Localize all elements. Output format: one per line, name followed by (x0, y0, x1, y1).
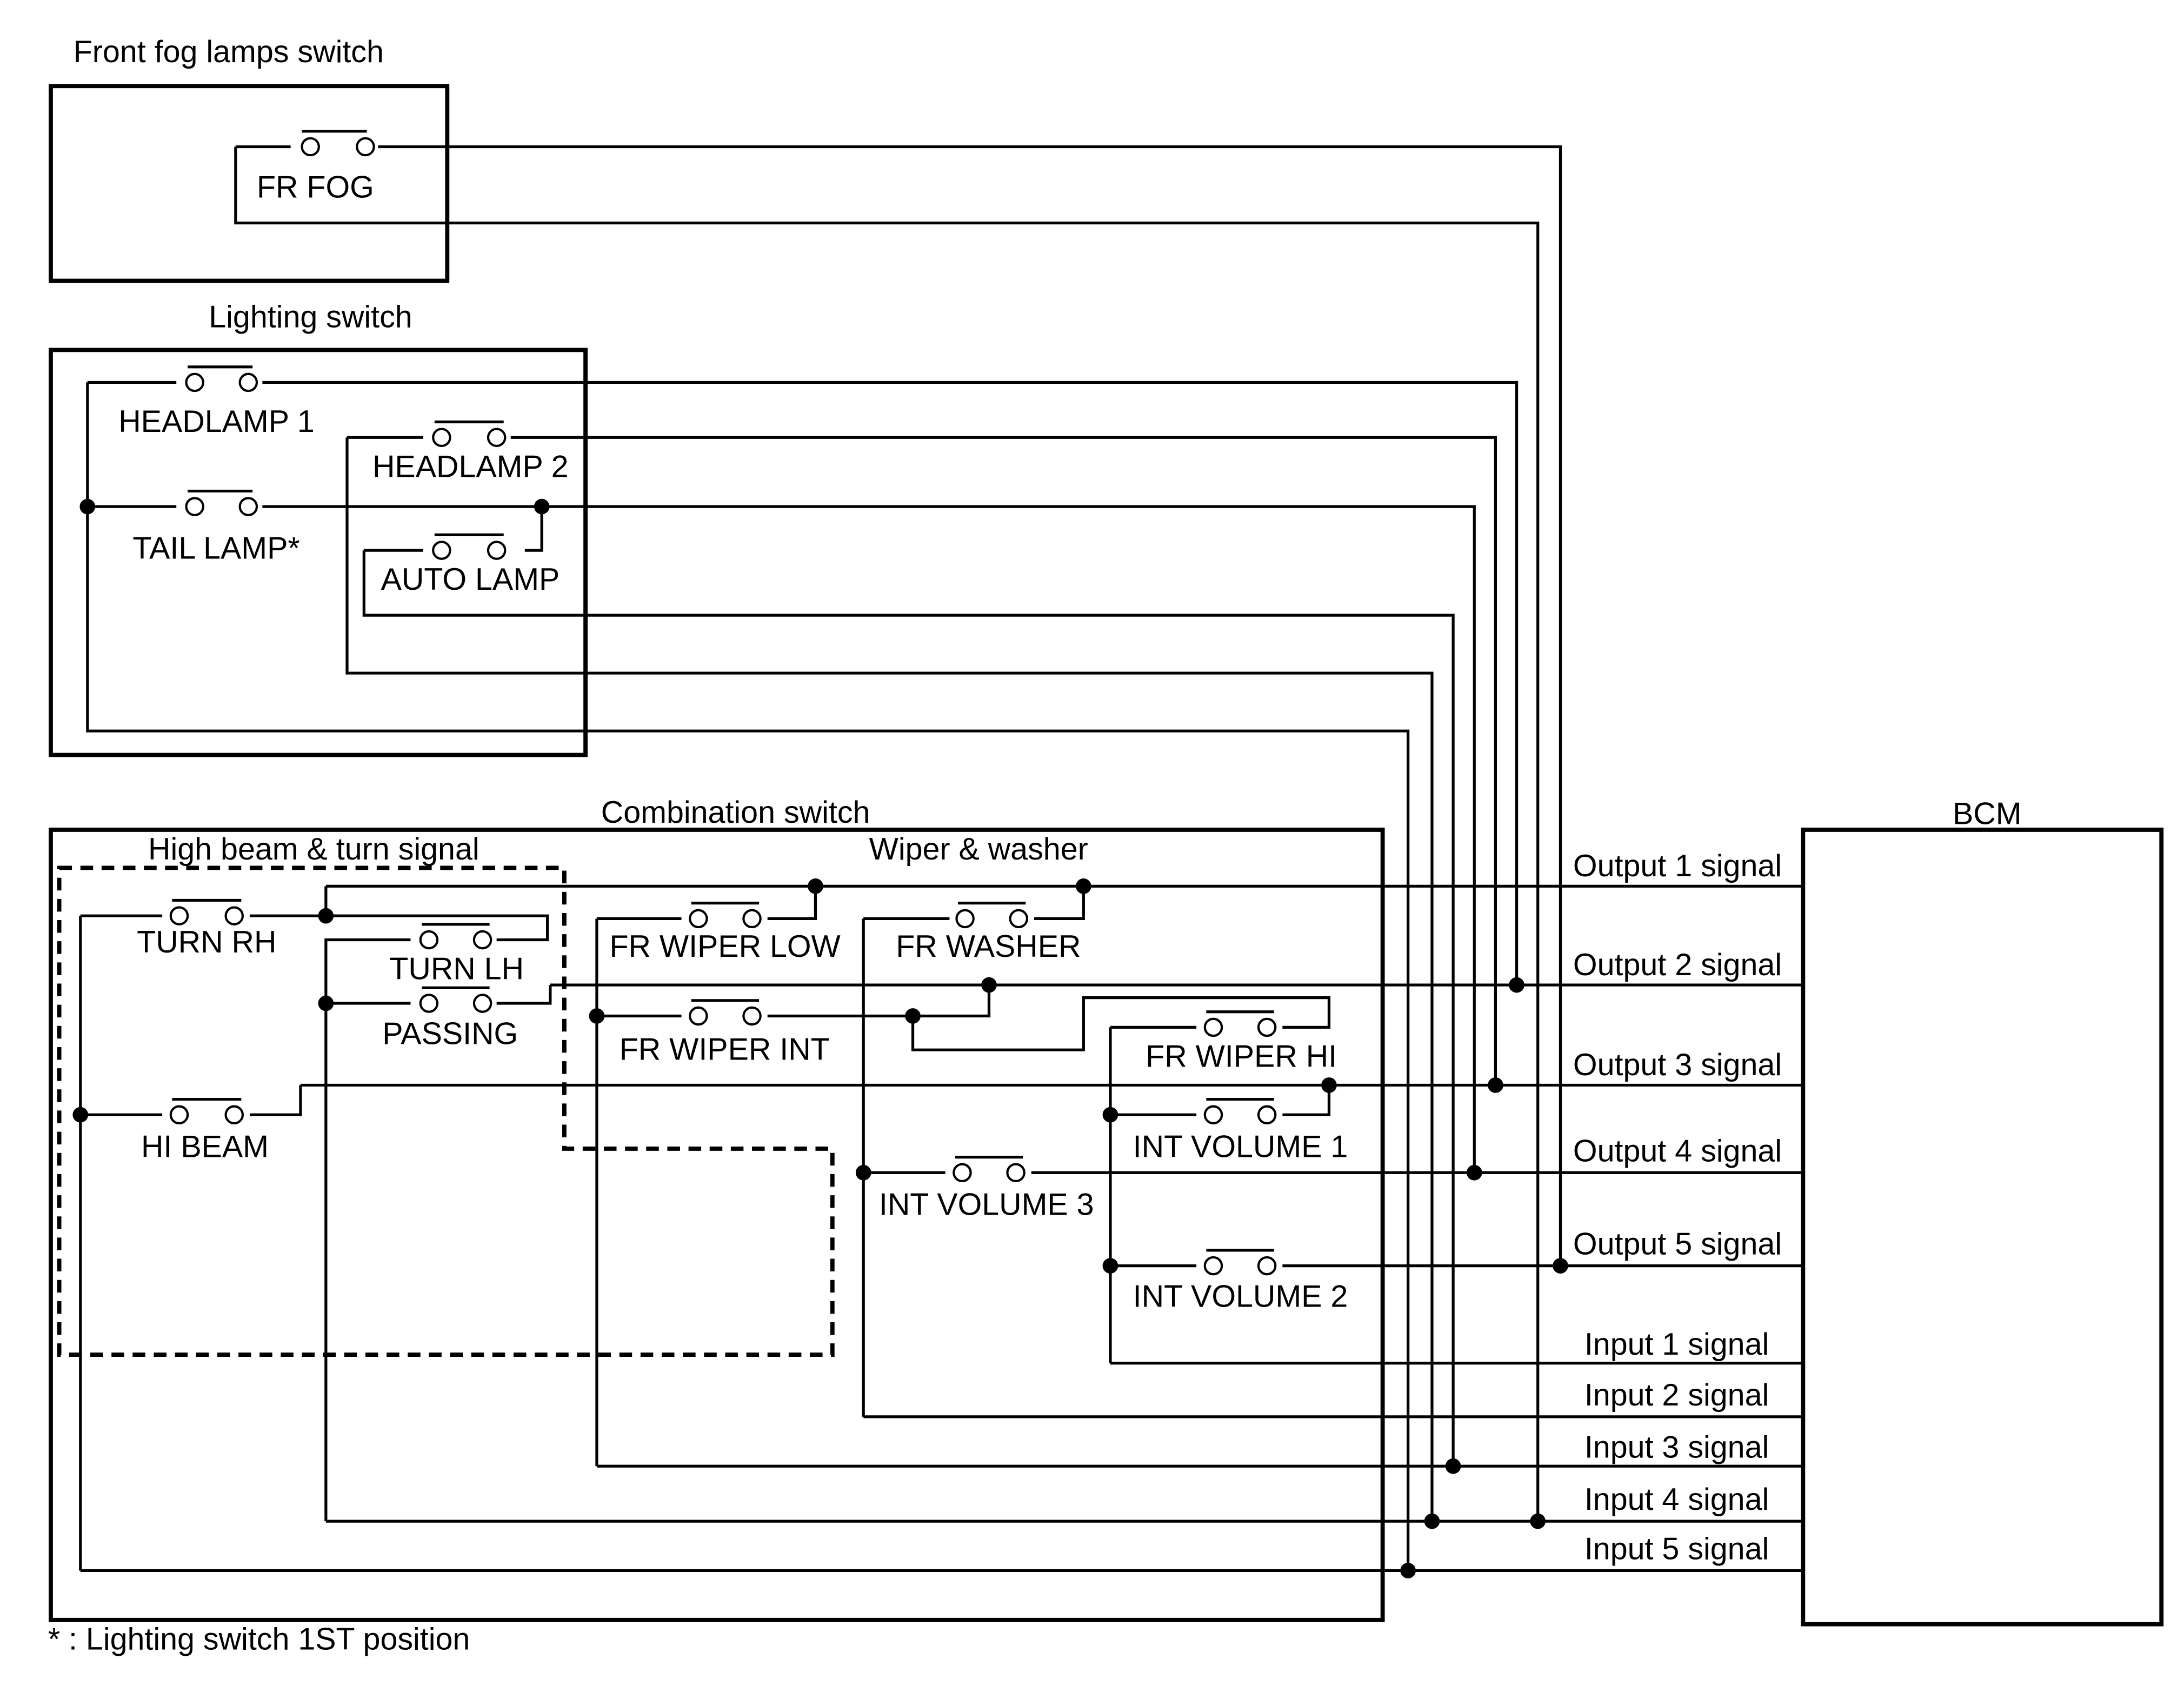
turn-rh-label: TURN RH (137, 925, 276, 960)
output-2-signal-label: Output 2 signal (1573, 948, 1782, 982)
input-2-signal-label: Input 2 signal (1584, 1378, 1769, 1412)
input-1-signal-label: Input 1 signal (1584, 1327, 1769, 1362)
wiring (79, 145, 1803, 1573)
hi-beam-label: HI BEAM (141, 1130, 269, 1164)
fr-wiper-low-label: FR WIPER LOW (609, 929, 840, 964)
turn-rh-switch-symbol (169, 898, 244, 925)
int-volume-1-label: INT VOLUME 1 (1133, 1130, 1348, 1164)
wiper-washer-title: Wiper & washer (869, 832, 1088, 867)
fr-washer-switch-symbol (955, 902, 1029, 929)
int-volume-2-label: INT VOLUME 2 (1133, 1279, 1348, 1314)
fr-fog-switch-symbol (301, 130, 375, 157)
headlamp-1-label: HEADLAMP 1 (118, 404, 315, 439)
fr-wiper-hi-label: FR WIPER HI (1146, 1040, 1337, 1074)
input-4-signal-label: Input 4 signal (1584, 1482, 1769, 1517)
tail-lamp-label: TAIL LAMP* (132, 531, 299, 566)
headlamp-1-switch-symbol (185, 365, 258, 392)
int-volume-1-switch-symbol (1203, 1097, 1277, 1125)
junction-nodes (72, 498, 1568, 1578)
output-4-signal-label: Output 4 signal (1573, 1134, 1782, 1168)
passing-label: PASSING (382, 1017, 518, 1051)
output-3-signal-label: Output 3 signal (1573, 1048, 1782, 1082)
output-5-signal-label: Output 5 signal (1573, 1227, 1782, 1262)
auto-lamp-label: AUTO LAMP (381, 562, 560, 597)
input-3-signal-label: Input 3 signal (1584, 1430, 1769, 1465)
bcm-title: BCM (1953, 797, 2022, 831)
high-beam-turn-signal-group (57, 865, 835, 1357)
bcm-box (1801, 828, 2164, 1627)
fr-fog-label: FR FOG (257, 170, 374, 204)
passing-switch-symbol (419, 986, 492, 1013)
auto-lamp-switch-symbol (432, 533, 507, 560)
fr-wiper-hi-switch-symbol (1203, 1010, 1277, 1037)
headlamp-2-label: HEADLAMP 2 (372, 449, 569, 484)
int-volume-3-label: INT VOLUME 3 (879, 1188, 1094, 1222)
combination-switch-box (49, 828, 1385, 1622)
fr-wiper-int-switch-symbol (689, 999, 762, 1026)
front-fog-switch-title: Front fog lamps switch (74, 35, 384, 69)
switch-contacts (169, 130, 1277, 1276)
fr-washer-label: FR WASHER (896, 929, 1081, 964)
footnote: * : Lighting switch 1ST position (48, 1622, 470, 1657)
high-beam-turn-signal-title: High beam & turn signal (148, 832, 480, 867)
front-fog-switch-box (49, 84, 450, 283)
output-1-signal-label: Output 1 signal (1573, 849, 1782, 883)
fr-wiper-int-label: FR WIPER INT (620, 1032, 830, 1067)
int-volume-3-switch-symbol (953, 1155, 1026, 1183)
tail-lamp-switch-symbol (185, 489, 258, 516)
headlamp-2-switch-symbol (432, 420, 507, 447)
hi-beam-switch-symbol (169, 1097, 244, 1125)
lighting-switch-title: Lighting switch (209, 300, 412, 335)
combination-switch-title: Combination switch (601, 795, 870, 830)
int-volume-2-switch-symbol (1203, 1249, 1277, 1276)
input-5-signal-label: Input 5 signal (1584, 1532, 1769, 1567)
fr-wiper-low-switch-symbol (689, 902, 762, 929)
turn-lh-label: TURN LH (389, 952, 524, 987)
lighting-switch-box (49, 348, 588, 757)
turn-lh-switch-symbol (419, 923, 492, 950)
